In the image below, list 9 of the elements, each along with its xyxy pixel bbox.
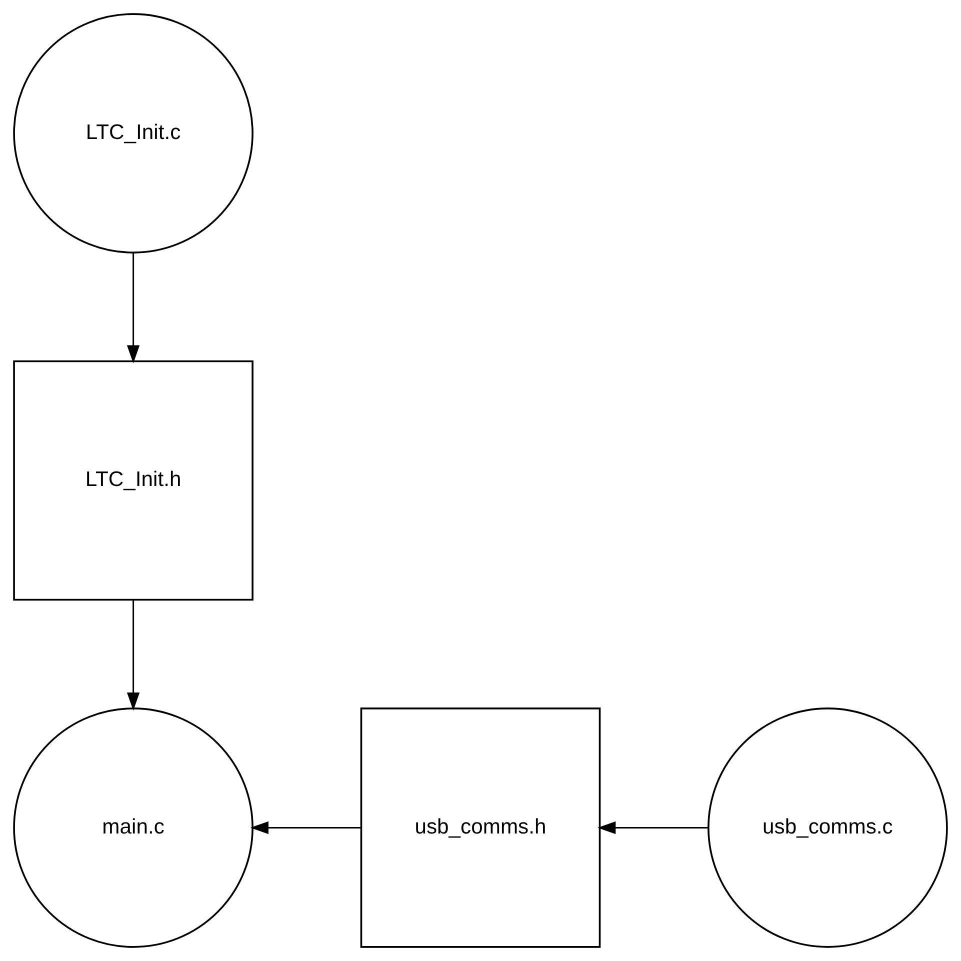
node-box: LTC_Init.h (13, 360, 254, 601)
arrow (598, 821, 708, 834)
node-circle: LTC_Init.c (13, 13, 254, 254)
node-box: usb_comms.h (360, 708, 601, 948)
arrow (250, 821, 362, 834)
arrow (126, 252, 140, 364)
node-circle: main.c (13, 708, 254, 948)
node-circle: usb_comms.c (708, 708, 948, 948)
arrow (126, 600, 140, 711)
